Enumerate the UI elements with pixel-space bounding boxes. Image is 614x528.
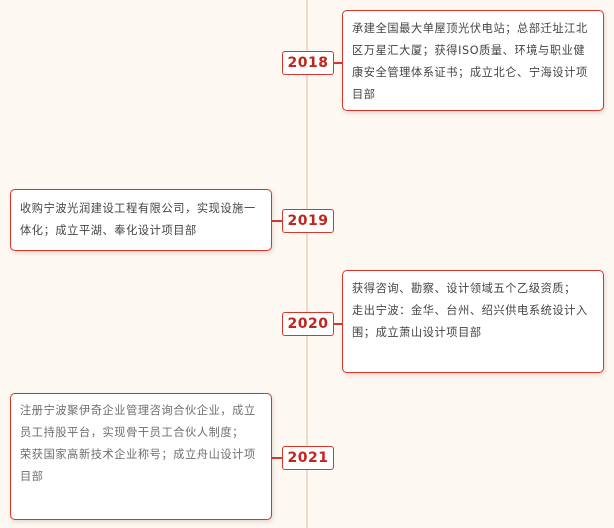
event-card-2019: 收购宁波光润建设工程有限公司，实现设施一体化；成立平湖、奉化设计项目部 [10, 189, 272, 251]
year-badge-2019: 2019 [282, 209, 334, 233]
event-text: 获得咨询、勘察、设计领域五个乙级资质； [352, 282, 576, 295]
event-text: 收购宁波光润建设工程有限公司，实现设施一体化；成立平湖、奉化设计项目部 [20, 202, 256, 237]
timeline-axis [306, 0, 308, 528]
event-text: 承建全国最大单屋顶光伏电站；总部迁址江北区万星汇大厦；获得ISO质量、环境与职业… [352, 22, 588, 101]
event-card-2018: 承建全国最大单屋顶光伏电站；总部迁址江北区万星汇大厦；获得ISO质量、环境与职业… [342, 10, 604, 111]
event-text: 走出宁波：金华、台州、绍兴供电系统设计入围；成立萧山设计项目部 [352, 304, 588, 339]
event-card-2020: 获得咨询、勘察、设计领域五个乙级资质； 走出宁波：金华、台州、绍兴供电系统设计入… [342, 270, 604, 373]
connector-2018 [330, 62, 343, 64]
year-badge-2020: 2020 [282, 312, 334, 336]
year-badge-2018: 2018 [282, 51, 334, 75]
connector-2021 [271, 457, 284, 459]
connector-2019 [271, 220, 284, 222]
year-badge-2021: 2021 [282, 446, 334, 470]
event-card-2021: 注册宁波聚伊奇企业管理咨询合伙企业，成立员工持股平台，实现骨干员工合伙人制度； … [10, 393, 272, 520]
connector-2020 [330, 323, 343, 325]
event-text: 注册宁波聚伊奇企业管理咨询合伙企业，成立员工持股平台，实现骨干员工合伙人制度； [20, 404, 256, 439]
event-text: 荣获国家高新技术企业称号；成立舟山设计项目部 [20, 448, 256, 483]
